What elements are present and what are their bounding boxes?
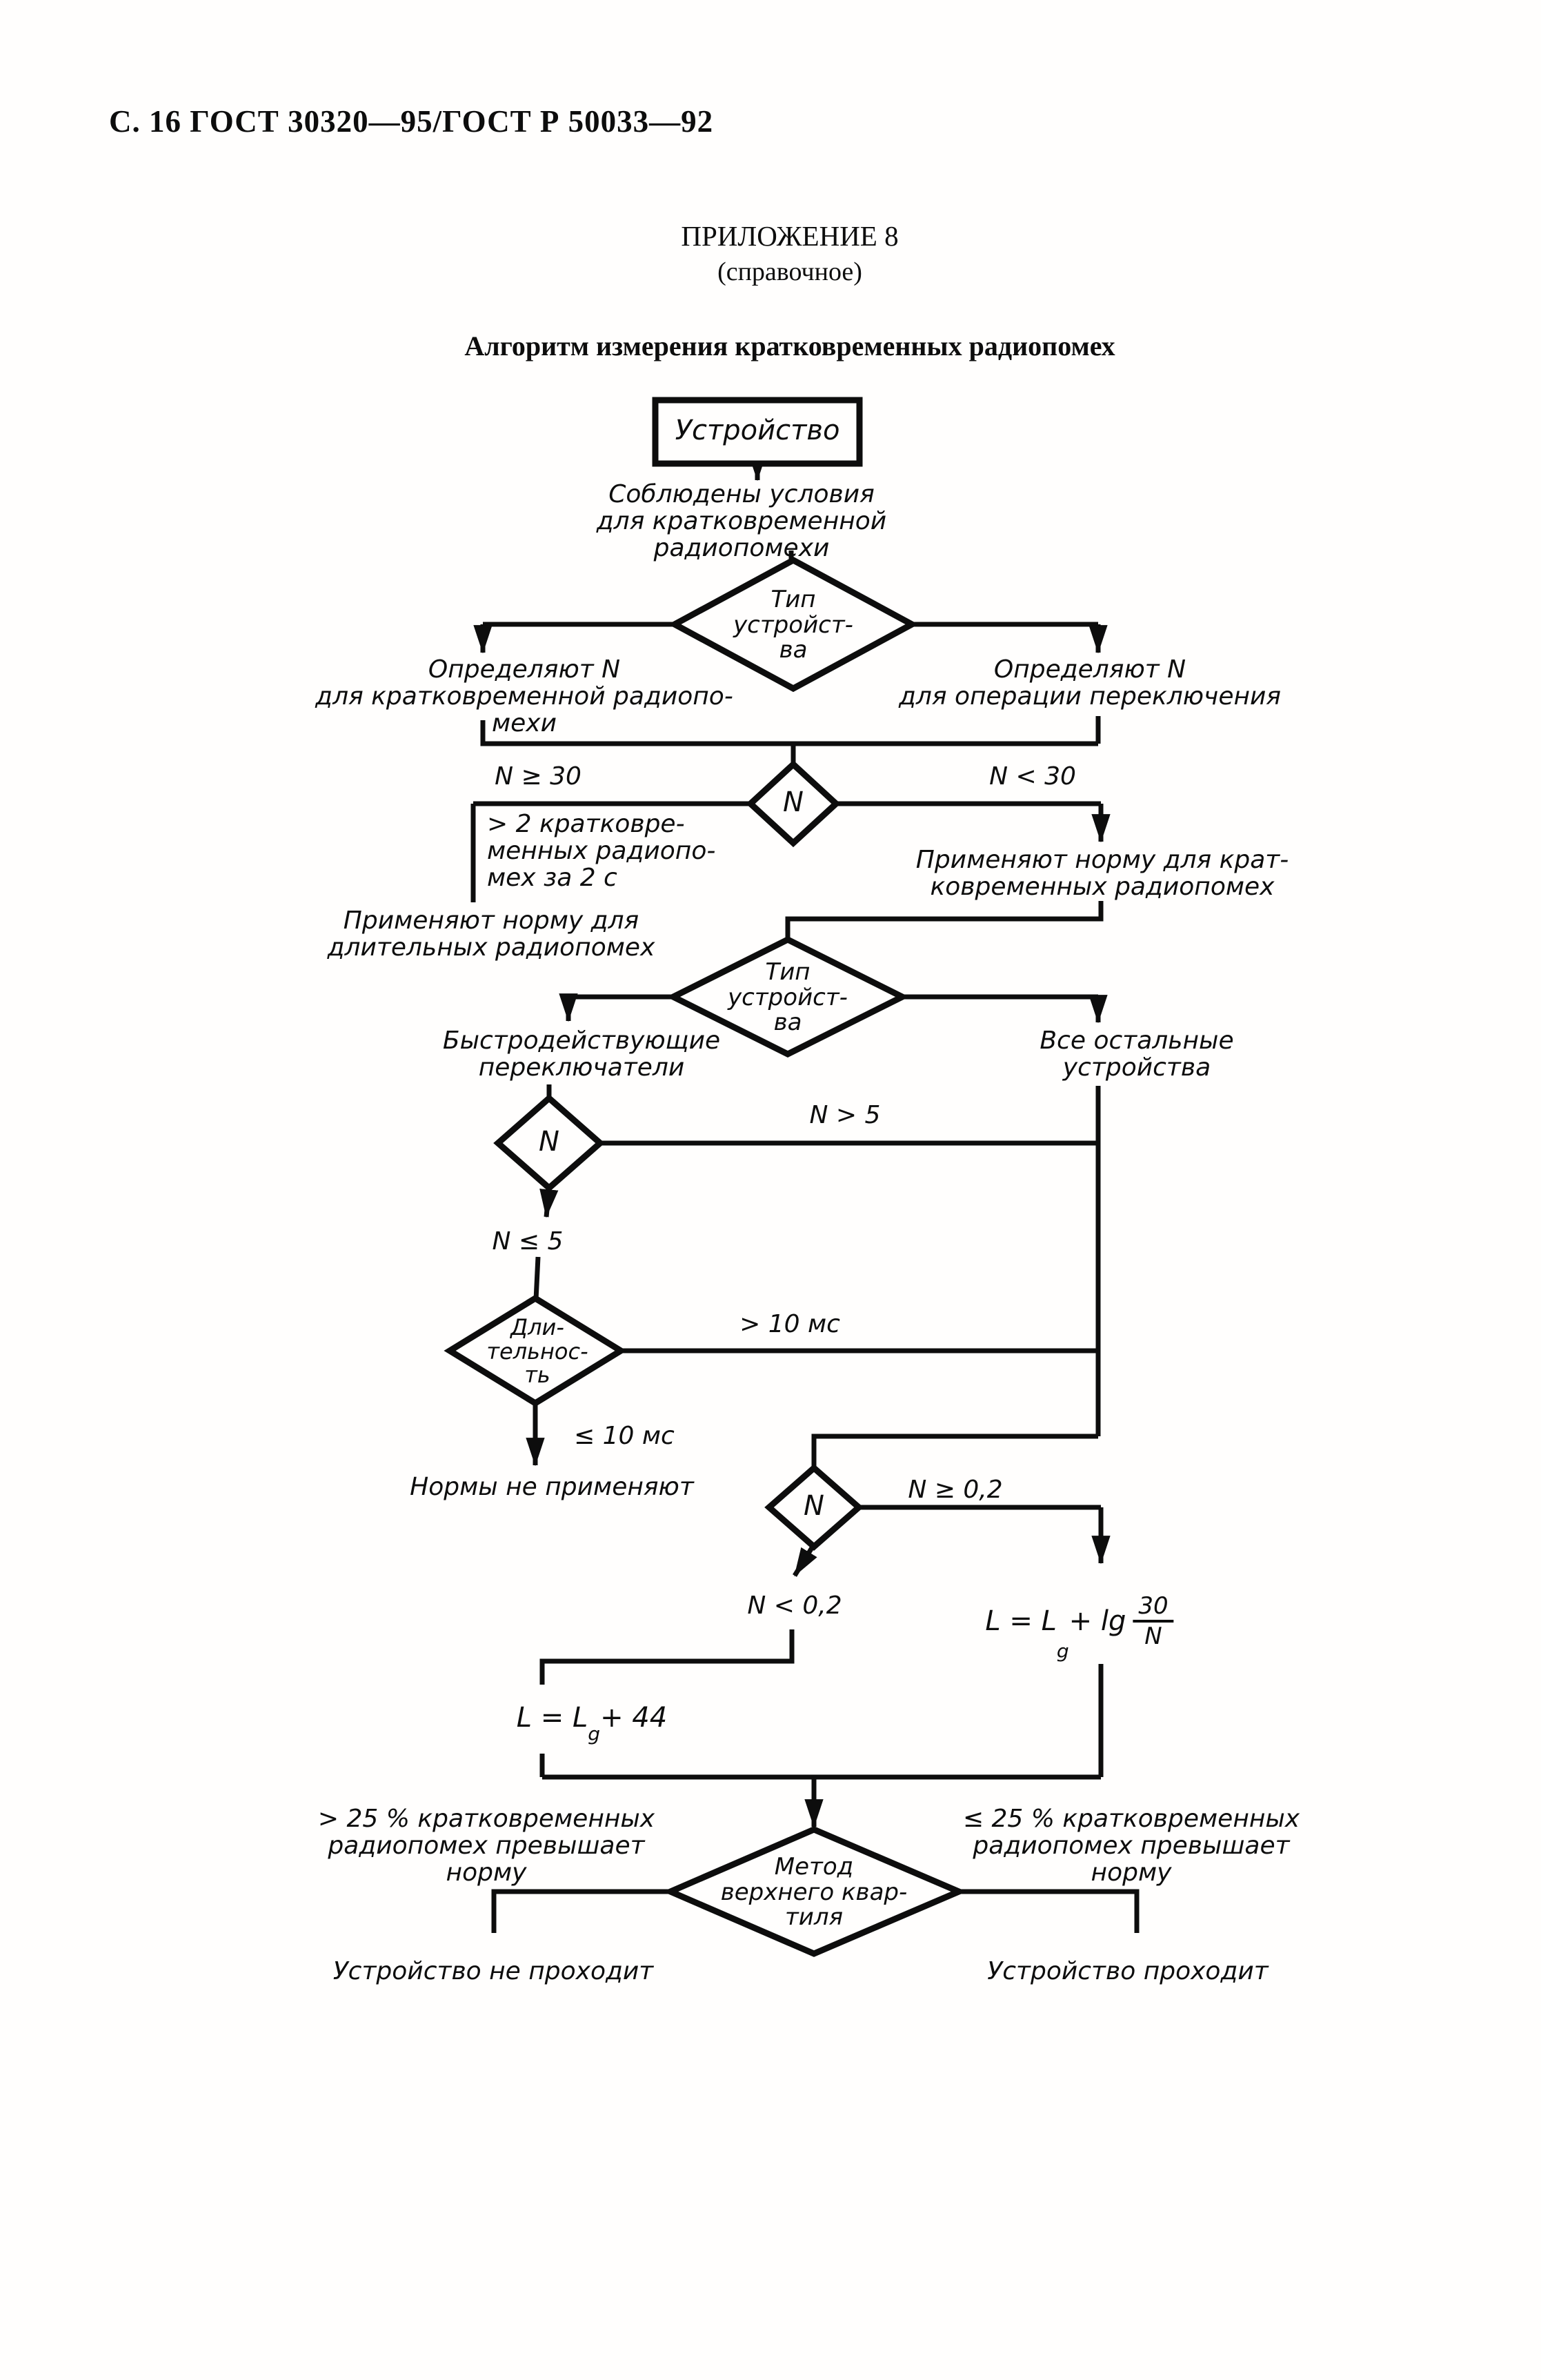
edge-to-diamond6: [811, 1434, 1098, 1469]
condition-note: Соблюдены условия для кратковременной ра…: [596, 480, 887, 562]
edge-fail: [491, 1889, 670, 1933]
edge-pass: [959, 1889, 1140, 1933]
edge-nlt02-down: [793, 1545, 817, 1577]
gt2-note: > 2 кратковре- менных радиопо- мех за 2 …: [487, 810, 716, 892]
edge-to-formula-left: [539, 1629, 795, 1685]
quartile-diamond-label: Метод верхнего квар- тиля: [720, 1853, 908, 1932]
edge-nle5-down: [539, 1187, 559, 1218]
gt-25-label: > 25 % кратковременных радиопомех превыш…: [317, 1805, 655, 1887]
diamond-n-30: [746, 760, 841, 848]
page-header: С. 16 ГОСТ 30320—95/ГОСТ Р 50033—92: [109, 104, 714, 139]
appendix-subtitle: (справочное): [717, 257, 862, 286]
n-gt-5-label: N > 5: [809, 1101, 881, 1129]
start-box-shape: [652, 397, 863, 467]
n-lt-02-label: N < 0,2: [747, 1591, 842, 1620]
diamond-duration: [444, 1294, 627, 1407]
n02-diamond-label: N: [804, 1490, 824, 1522]
le-25-label: ≤ 25 % кратковременных радиопомех превыш…: [962, 1805, 1300, 1887]
fast-switches-label: Быстродействующие переключатели: [442, 1027, 721, 1082]
no-norms-label: Нормы не применяют: [410, 1473, 694, 1501]
n5-diamond-label: N: [539, 1126, 559, 1158]
pass-label: Устройство проходит: [987, 1957, 1269, 1985]
diamond-n-5: [493, 1094, 605, 1192]
fraction-30-over-n: 30 N: [1133, 1594, 1174, 1648]
diamond-device-type-2: [666, 935, 910, 1058]
other-devices-label: Все остальные устройства: [1040, 1027, 1234, 1082]
device-type-2-label: Тип устройст- ва: [728, 958, 848, 1037]
duration-diamond-label: Дли- тельнос- ть: [486, 1314, 588, 1389]
edge-to-diamond3: [785, 901, 1104, 941]
diamond-n-02: [764, 1464, 864, 1551]
start-box-label: Устройство: [675, 415, 840, 446]
determine-left-label: Определяют N для кратковременной радиопо…: [315, 655, 733, 737]
edge-merge1: [480, 720, 1098, 746]
n-le-5-label: N ≤ 5: [492, 1227, 564, 1256]
flow-connectors: [470, 453, 1140, 1933]
device-type-1-label: Тип устройст- ва: [733, 586, 853, 664]
diamond-quartile-method: [662, 1826, 967, 1957]
n30-diamond-label: N: [783, 786, 804, 818]
n-ge-30-label: N ≥ 30: [495, 762, 581, 791]
edge-to-duration: [533, 1256, 541, 1300]
gt-10ms-label: > 10 мс: [739, 1310, 840, 1338]
diagram-title: Алгоритм измерения кратковременных радио…: [464, 330, 1115, 361]
long-norm-label: Применяют норму для длительных радиопоме…: [327, 906, 655, 962]
short-norm-label: Применяют норму для крат- ковременных ра…: [915, 846, 1289, 901]
n-ge-02-label: N ≥ 0,2: [908, 1476, 1003, 1504]
diamond-device-type-1: [668, 556, 919, 693]
flow-nodes: [444, 397, 967, 1957]
n-lt-30-label: N < 30: [989, 762, 1076, 791]
appendix-title: ПРИЛОЖЕНИЕ 8: [681, 220, 899, 252]
le-10ms-label: ≤ 10 мс: [574, 1422, 675, 1450]
determine-right-label: Определяют N для операции переключения: [898, 655, 1282, 711]
fail-label: Устройство не проходит: [332, 1957, 654, 1985]
